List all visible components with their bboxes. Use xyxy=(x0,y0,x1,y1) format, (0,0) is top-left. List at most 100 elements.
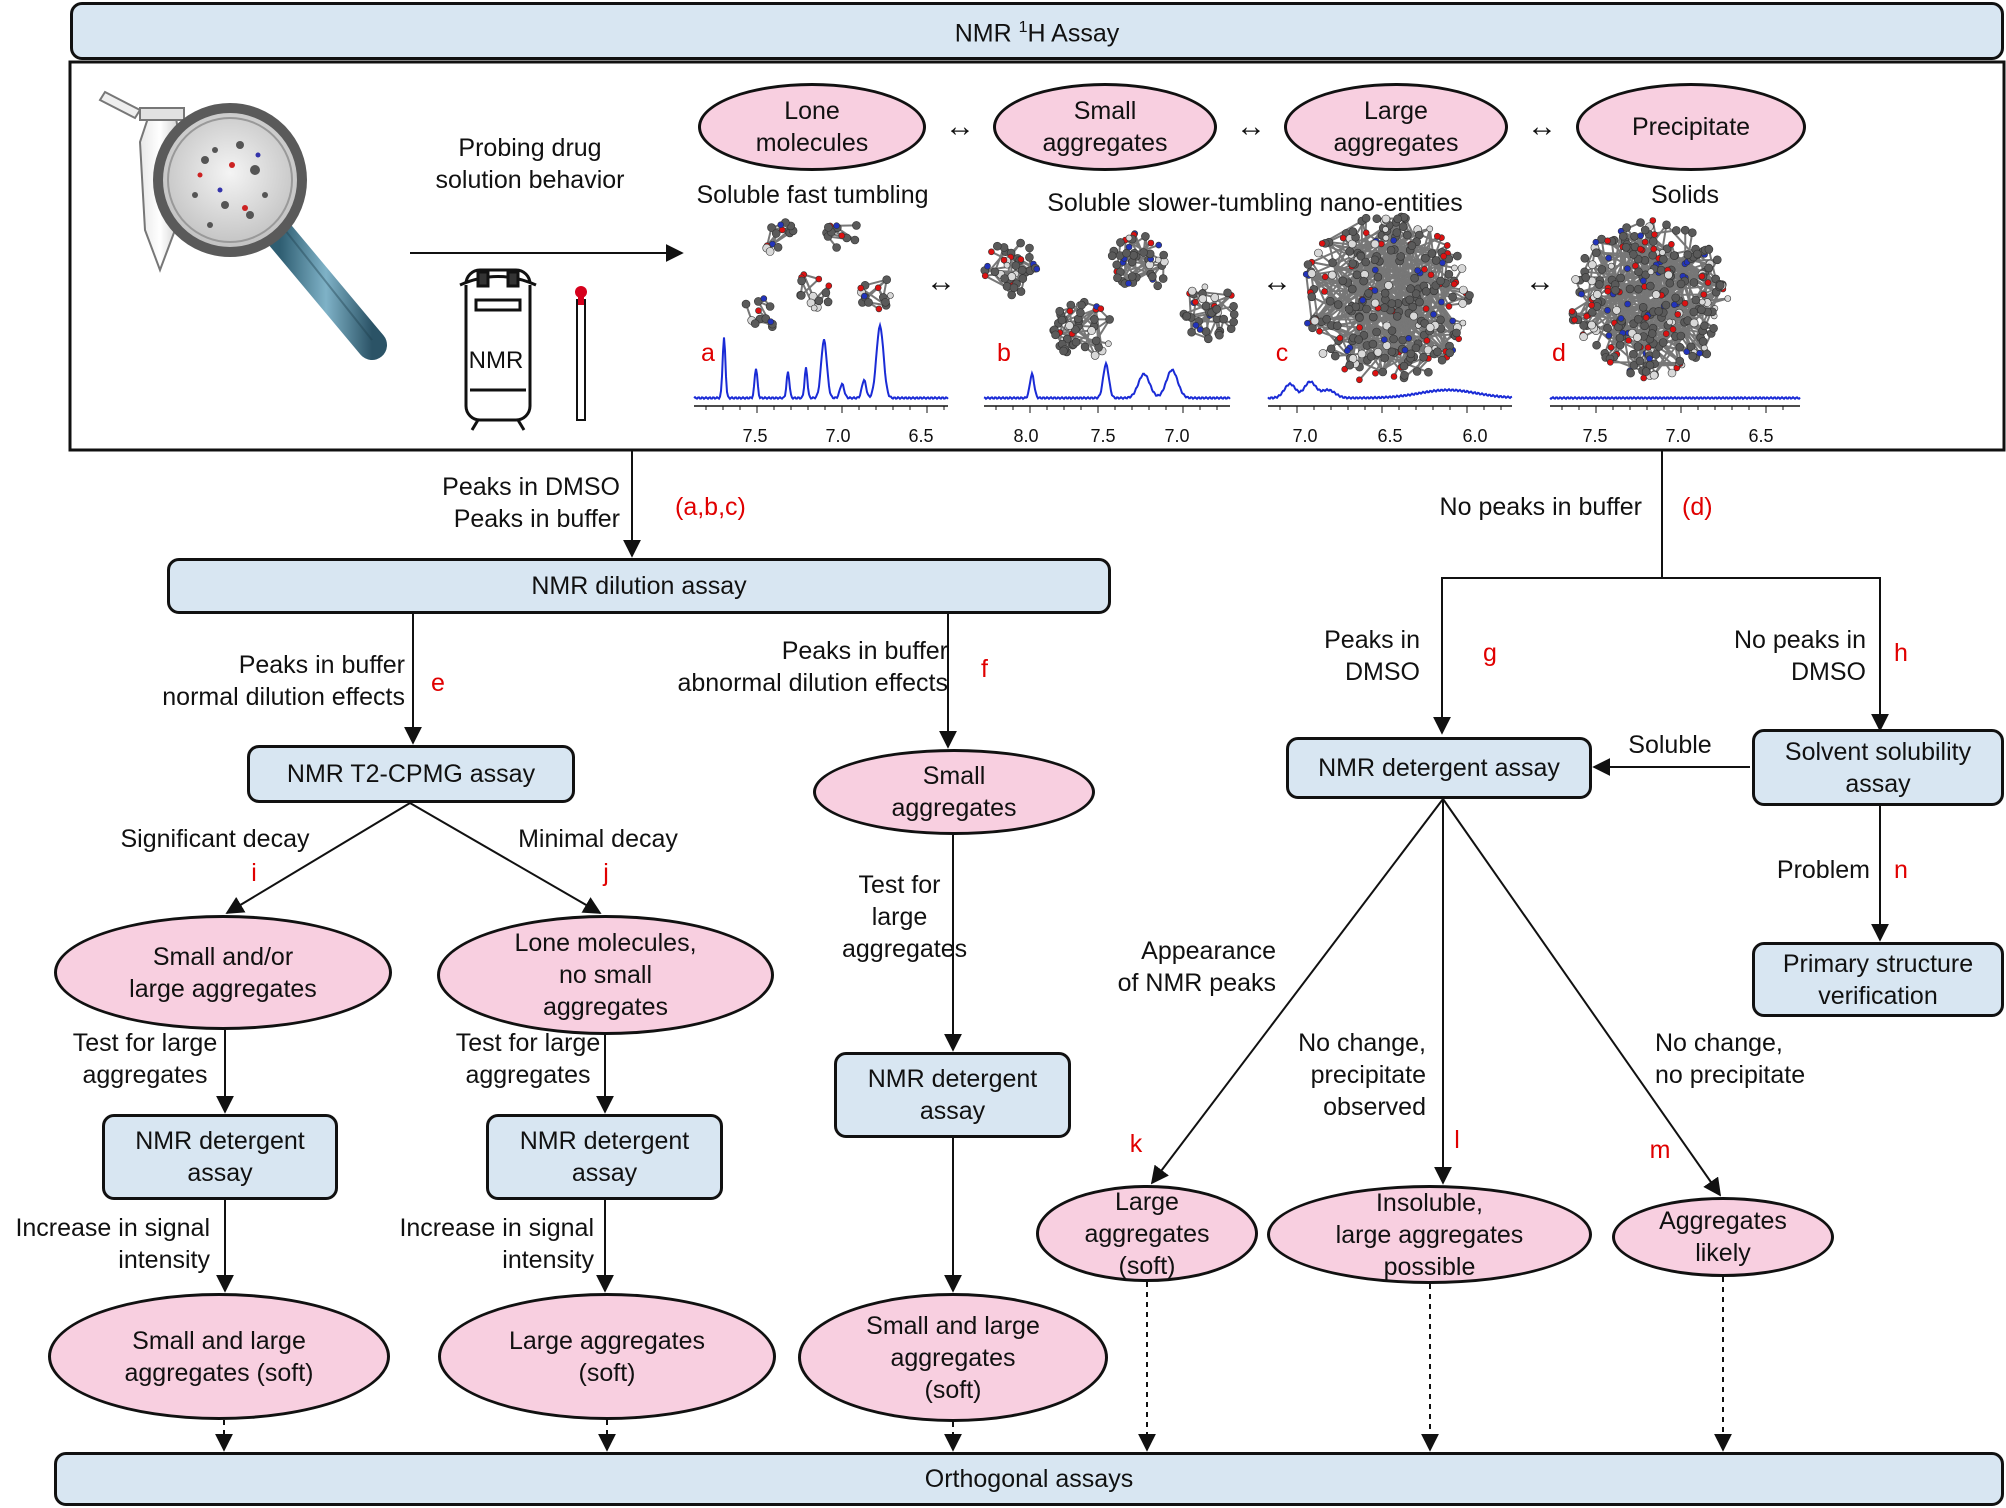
spectrum-letter-a: a xyxy=(701,339,715,367)
right-branch-letter: (d) xyxy=(1682,493,1713,521)
right-branch-label: No peaks in buffer xyxy=(1439,493,1642,521)
molecule-cluster xyxy=(1302,212,1474,384)
spectrum-trace xyxy=(693,321,949,401)
tick-a-3: 6.5 xyxy=(908,426,934,446)
spectrum-arrow-2: ↔ xyxy=(1262,265,1292,298)
nmr-magnet-label: NMR xyxy=(468,347,524,374)
edge-i-label: Significant decay xyxy=(120,825,310,853)
molecule-cluster xyxy=(1179,283,1239,344)
tick-d-1: 7.5 xyxy=(1582,426,1608,446)
edge-soluble-label: Soluble xyxy=(1628,731,1712,759)
tick-c-2: 6.5 xyxy=(1377,426,1403,446)
molecule-cluster xyxy=(822,221,861,252)
nmr-detergent-assay-main: NMR detergent assay xyxy=(1286,737,1592,799)
edge-m-letter: m xyxy=(1649,1136,1671,1164)
edge-h-letter: h xyxy=(1894,639,1908,667)
orthogonal-assays-box: Orthogonal assays xyxy=(54,1452,2004,1506)
tick-b-3: 7.0 xyxy=(1164,426,1190,446)
tick-d-2: 7.0 xyxy=(1665,426,1691,446)
dotted-connectors xyxy=(215,1277,1732,1452)
tick-b-2: 7.5 xyxy=(1090,426,1116,446)
edge-j-letter: j xyxy=(603,859,609,887)
tick-b-1: 8.0 xyxy=(1013,426,1039,446)
spectrum-letter-b: b xyxy=(997,339,1011,367)
tick-a-1: 7.5 xyxy=(742,426,768,446)
molecule-cluster xyxy=(741,295,777,332)
edge-e-letter: e xyxy=(431,669,445,697)
spectrum-letter-d: d xyxy=(1552,339,1566,367)
edge-j-label: Minimal decay xyxy=(518,825,678,853)
tick-c-1: 7.0 xyxy=(1292,426,1318,446)
nmr-t2-cpmg-box: NMR T2-CPMG assay xyxy=(247,745,575,803)
desc-slow-tumbling: Soluble slower-tumbling nano-entities xyxy=(1047,189,1463,217)
molecule-cluster xyxy=(796,271,833,312)
desc-solids: Solids xyxy=(1650,181,1720,209)
spectrum-trace xyxy=(983,360,1231,401)
spectrum-letter-c: c xyxy=(1275,339,1289,367)
nmr-dilution-assay-box: NMR dilution assay xyxy=(167,558,1111,614)
magnifier-illustration xyxy=(98,90,387,360)
molecule-cluster xyxy=(1107,230,1169,291)
equilibrium-arrow-3: ↔ xyxy=(1527,110,1557,143)
edge-i-letter: i xyxy=(251,859,257,887)
equilibrium-arrow-2: ↔ xyxy=(1236,110,1266,143)
connectors xyxy=(216,450,1889,1293)
spectrum-arrow-3: ↔ xyxy=(1525,265,1555,298)
molecule-cluster xyxy=(1568,217,1732,382)
state-precipitate: Precipitate xyxy=(1576,83,1806,171)
edge-problem-letter: n xyxy=(1894,856,1908,884)
tick-a-2: 7.0 xyxy=(825,426,851,446)
molecule-illustrations xyxy=(741,212,1732,384)
nmr-1h-assay-title: NMR 1H Assay xyxy=(70,2,2004,60)
tick-c-3: 6.0 xyxy=(1462,426,1488,446)
desc-soluble-fast: Soluble fast tumbling xyxy=(696,181,929,209)
tick-d-3: 6.5 xyxy=(1748,426,1774,446)
molecule-cluster xyxy=(762,218,798,256)
molecule-cluster xyxy=(857,275,894,313)
molecule-cluster xyxy=(980,238,1041,300)
edge-f-letter: f xyxy=(981,655,988,683)
spectra xyxy=(693,321,1801,413)
edge-problem-label: Problem xyxy=(1776,856,1870,884)
final-large-soft-j: Large aggregates(soft) xyxy=(438,1293,776,1420)
left-branch-letter: (a,b,c) xyxy=(675,493,746,521)
edge-m-label: No change,no precipitate xyxy=(1655,1029,1806,1089)
nmr-tube-icon xyxy=(575,286,587,421)
edge-g-letter: g xyxy=(1483,639,1497,667)
edge-l-letter: l xyxy=(1454,1126,1460,1154)
edge-k-letter: k xyxy=(1129,1130,1143,1158)
title-text: NMR 1H Assay xyxy=(954,19,1120,48)
equilibrium-arrow-1: ↔ xyxy=(945,110,975,143)
molecule-cluster xyxy=(1049,297,1114,360)
spectrum-arrow-1: ↔ xyxy=(926,265,956,298)
